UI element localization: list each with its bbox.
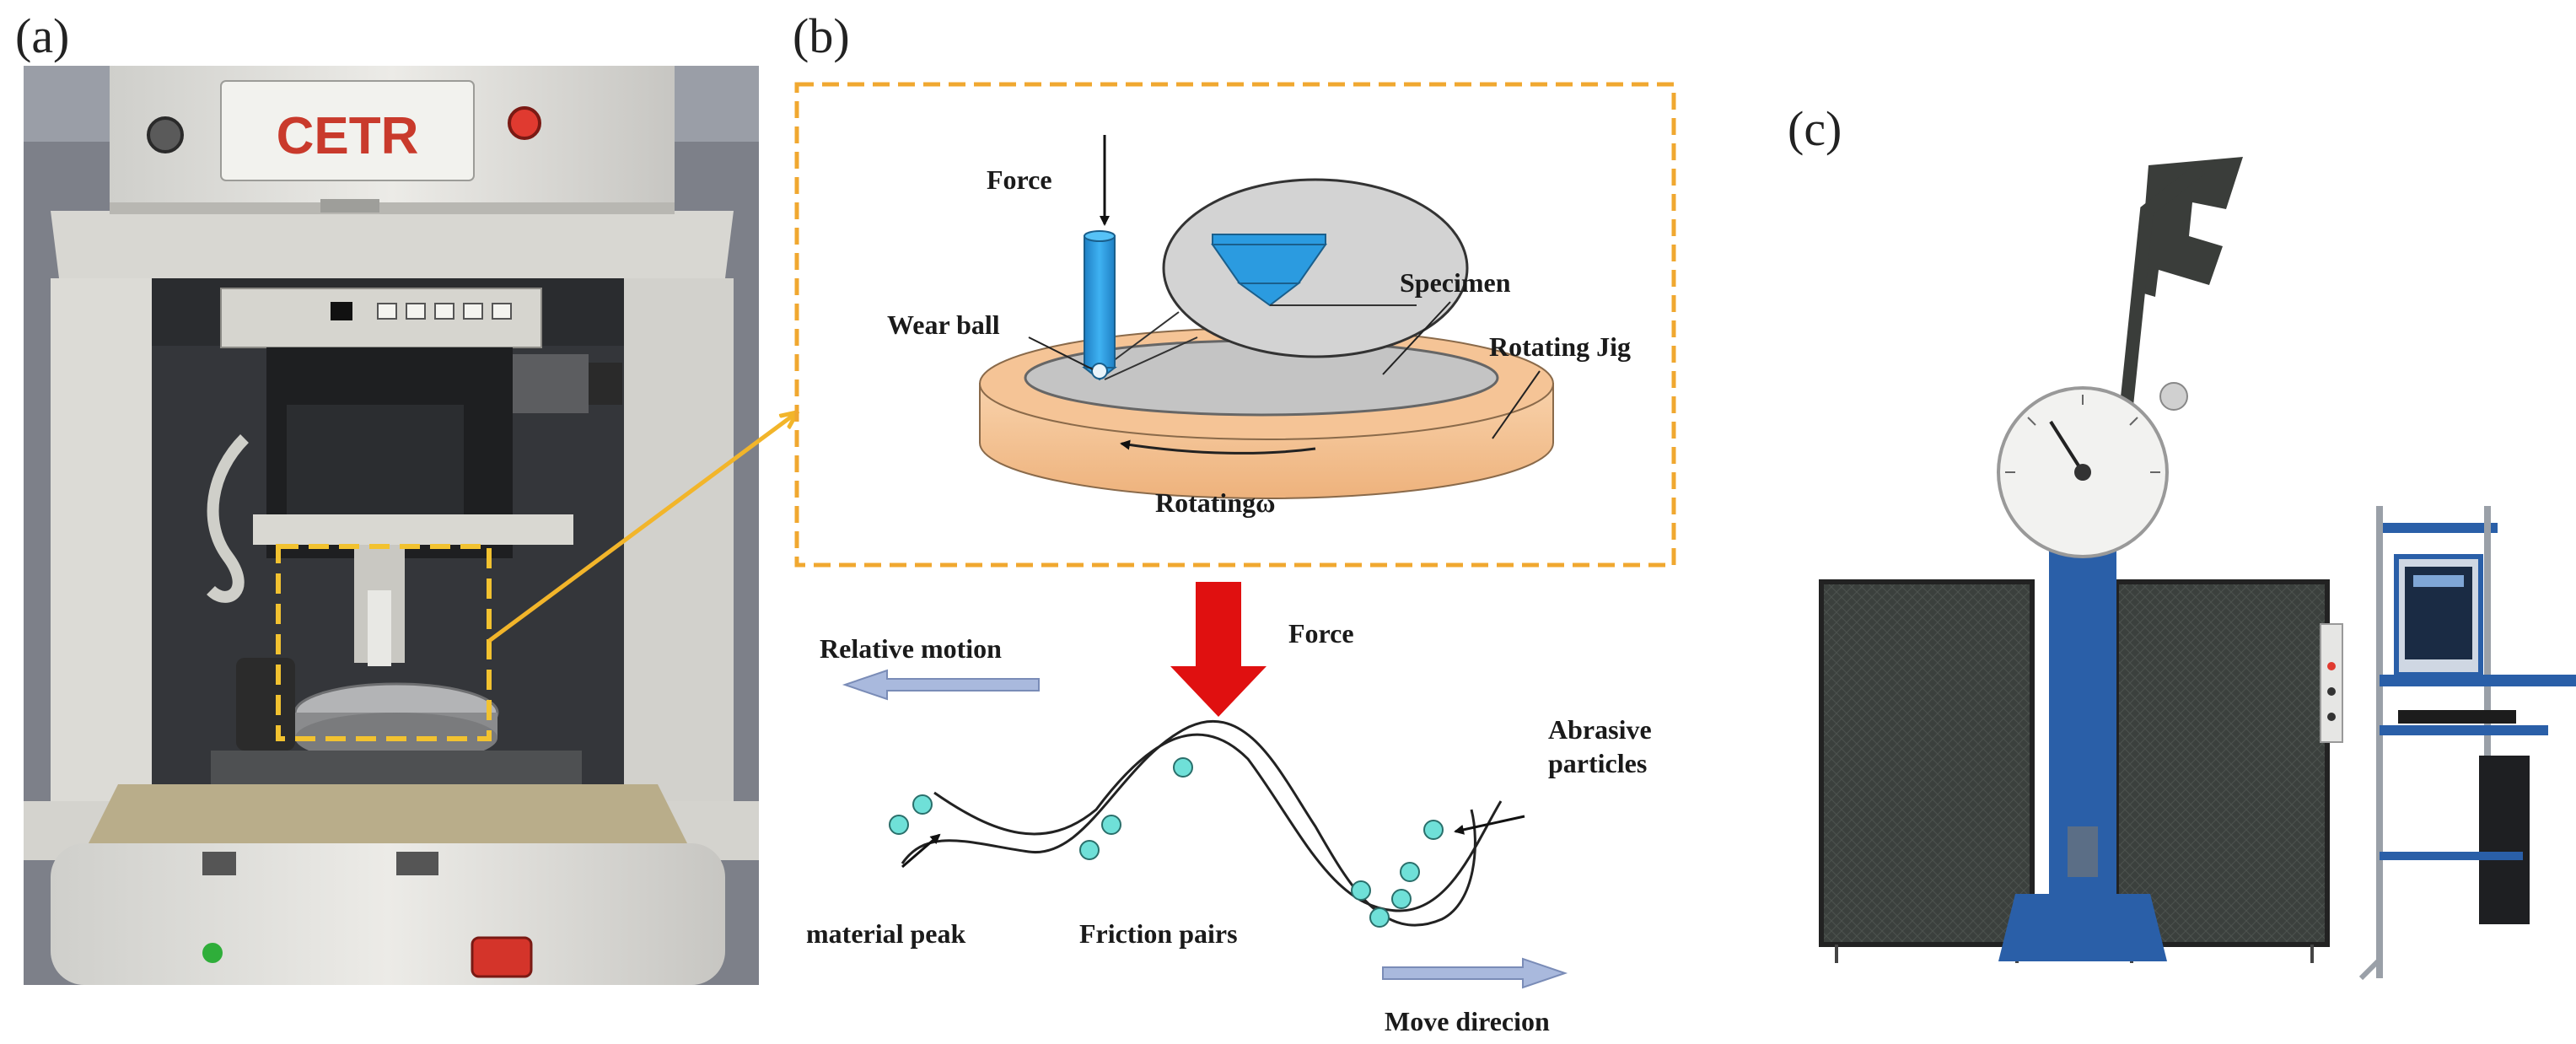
magnified-contact-view	[1162, 178, 1469, 358]
label-abrasive: Abrasive	[1548, 714, 1652, 745]
pin-on-disc-schematic: Force Specimen Wear ball Rotating Jig Ro…	[794, 82, 1676, 568]
abrasive-wear-mechanism: Force Relative motion Move direcion Abra…	[806, 582, 1652, 1036]
base-plate	[1998, 894, 2167, 961]
label-force-top: Force	[987, 164, 1052, 195]
lower-surface	[901, 719, 1476, 927]
cetr-logo-plate: CETR	[220, 80, 475, 181]
label-move-direction: Move direcion	[1385, 1006, 1550, 1036]
photo-c-impact-tester	[1819, 157, 2576, 981]
abrasive-particle	[1101, 815, 1121, 835]
rotation-arrow-icon	[1120, 439, 1316, 455]
emergency-stop-icon	[471, 936, 533, 978]
label-relative-motion: Relative motion	[820, 633, 1002, 664]
abrasive-particle	[1423, 820, 1444, 840]
abrasive-particle	[1391, 889, 1412, 909]
schematic-frame	[794, 82, 1676, 568]
abrasive-particle	[1400, 862, 1420, 882]
abrasive-particle	[1079, 840, 1100, 860]
abrasive-particle	[1173, 757, 1193, 778]
panel-label-c: (c)	[1788, 101, 1842, 156]
wear-ball	[1091, 363, 1108, 379]
wear-pin	[1084, 235, 1116, 369]
front-panel	[51, 843, 725, 985]
right-safety-guard	[2114, 579, 2330, 947]
label-specimen: Specimen	[1400, 267, 1511, 298]
abrasive-particle-group	[889, 757, 1444, 928]
left-pillar	[51, 278, 152, 810]
abrasive-particle	[912, 794, 933, 815]
panel-label-a: (a)	[15, 8, 69, 63]
left-safety-guard	[1819, 579, 2035, 947]
label-rotating-jig: Rotating Jig	[1489, 331, 1631, 362]
photo-a-tribometer: CETR	[24, 66, 759, 985]
abrasive-particle	[1369, 907, 1390, 928]
cetr-logo-text: CETR	[277, 107, 419, 165]
panel-label-b: (b)	[793, 8, 850, 63]
upper-surface	[933, 733, 1503, 912]
move-direction-arrow-icon	[1382, 957, 1568, 989]
detail-highlight-box	[276, 544, 492, 741]
power-light-icon	[202, 943, 223, 963]
abrasive-particle	[889, 815, 909, 835]
right-pillar	[624, 278, 734, 810]
label-rotating: Rotatingω	[1155, 487, 1276, 518]
computer-workstation	[2358, 506, 2576, 981]
knob-icon	[147, 116, 184, 153]
pc-tower	[2479, 756, 2530, 924]
zoom-connector-arrow	[487, 413, 796, 643]
label-particles: particles	[1548, 748, 1647, 778]
indicator-light-icon	[508, 106, 541, 140]
label-friction-pairs: Friction pairs	[1079, 918, 1238, 949]
label-wear-ball: Wear ball	[887, 309, 1000, 340]
keyboard	[2398, 710, 2516, 724]
red-force-arrow-icon	[1170, 582, 1266, 717]
label-material-peak: material peak	[806, 918, 966, 949]
abrasive-particle	[1351, 880, 1371, 901]
label-force-bottom: Force	[1288, 618, 1354, 648]
relative-motion-arrow-icon	[842, 669, 1040, 701]
